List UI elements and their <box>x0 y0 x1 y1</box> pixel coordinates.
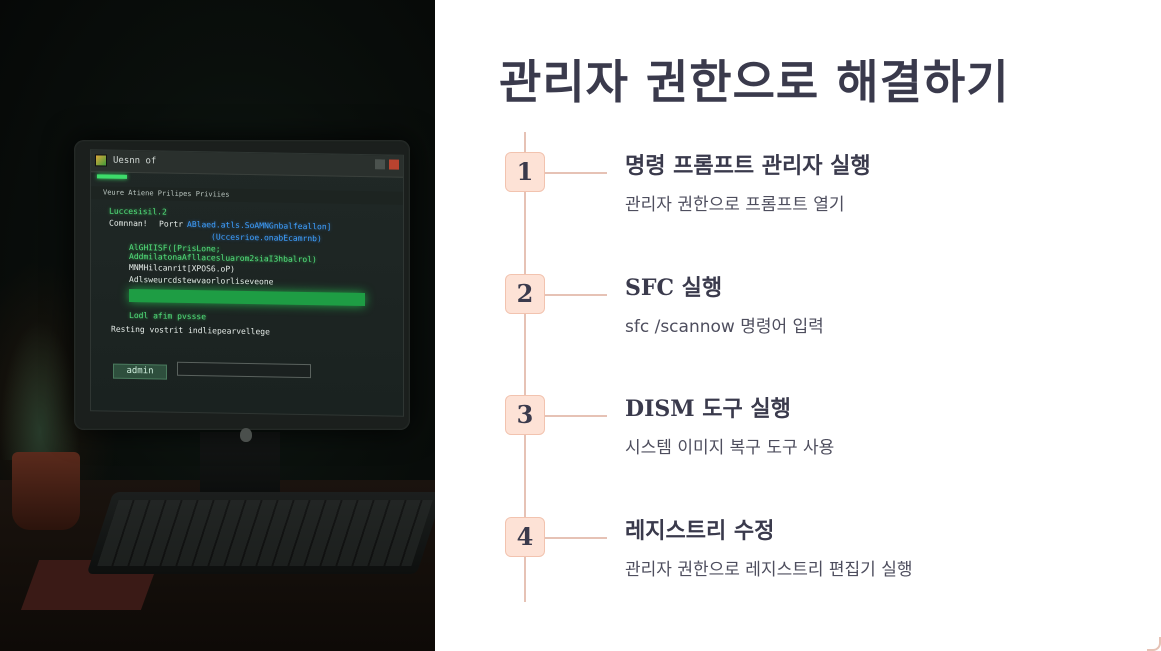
terminal-line: (Uccesrioe.onabEcamrnb) <box>211 232 322 244</box>
keyboard <box>86 492 435 574</box>
terminal-titlebar: Uesnn of <box>91 150 403 178</box>
terminal-line: Lodl afim pvssse <box>129 310 207 322</box>
step-title: DISM 도구 실행 <box>625 396 791 422</box>
terminal-window-title: Uesnn of <box>113 155 157 167</box>
step-title: SFC 실행 <box>625 275 723 301</box>
password-field <box>177 361 311 379</box>
content-panel: 관리자 권한으로 해결하기 1 명령 프롬프트 관리자 실행 관리자 권한으로 … <box>435 0 1161 651</box>
step-description: 관리자 권한으로 레지스트리 편집기 실행 <box>625 560 913 580</box>
terminal-line: ABlaed.atls.SoAMNGnbalfeallon] <box>187 219 332 232</box>
timeline-step: 2 SFC 실행 sfc /scannow 명령어 입력 <box>435 256 1161 346</box>
terminal-line: MNMHilcanrit[XPOS6.oP) <box>129 262 235 274</box>
step-description: 관리자 권한으로 프롬프트 열기 <box>625 195 845 215</box>
step-title: 레지스트리 수정 <box>625 518 775 544</box>
timeline-step: 3 DISM 도구 실행 시스템 이미지 복구 도구 사용 <box>435 377 1161 467</box>
close-icon <box>389 159 399 170</box>
step-number-badge: 1 <box>505 152 545 192</box>
admin-button: admin <box>113 363 167 380</box>
timeline-step: 1 명령 프롬프트 관리자 실행 관리자 권한으로 프롬프트 열기 <box>435 134 1161 224</box>
terminal-line: Adlsweurcdstewvaorlorliseveone <box>129 274 274 287</box>
step-connector <box>543 415 607 417</box>
step-description: sfc /scannow 명령어 입력 <box>625 317 824 337</box>
step-number-badge: 3 <box>505 395 545 435</box>
step-number-badge: 2 <box>505 274 545 314</box>
page-title: 관리자 권한으로 해결하기 <box>499 55 1010 109</box>
step-title: 명령 프롬프트 관리자 실행 <box>625 153 871 179</box>
terminal-line: Luccesisil.2 <box>109 206 167 217</box>
progress-bar <box>129 288 365 307</box>
timeline-step: 4 레지스트리 수정 관리자 권한으로 레지스트리 편집기 실행 <box>435 499 1161 589</box>
step-connector <box>543 172 607 174</box>
terminal-line: Portr <box>159 219 184 229</box>
plant-pot <box>12 452 80 530</box>
hero-photo: Uesnn of Veure Atiene Prilipes Priviies … <box>0 0 435 651</box>
timeline-line <box>524 132 526 602</box>
step-number-badge: 4 <box>505 517 545 557</box>
app-icon <box>95 154 107 167</box>
corner-decoration <box>1147 637 1161 651</box>
apple-logo-icon <box>240 428 252 442</box>
terminal-menu: Veure Atiene Prilipes Priviies <box>91 186 403 205</box>
minimize-icon <box>375 159 385 170</box>
monitor-stand <box>200 432 280 492</box>
step-connector <box>543 537 607 539</box>
step-connector <box>543 294 607 296</box>
terminal-line: Comnnan! <box>109 218 148 229</box>
terminal-line: AddmilatonaAfllacesluarom2siaI3hbalrol) <box>129 251 317 265</box>
monitor: Uesnn of Veure Atiene Prilipes Priviies … <box>74 140 410 442</box>
step-description: 시스템 이미지 복구 도구 사용 <box>625 438 835 458</box>
plant <box>0 320 80 460</box>
monitor-screen: Uesnn of Veure Atiene Prilipes Priviies … <box>90 149 404 417</box>
status-indicator <box>97 174 127 179</box>
terminal-line: Resting vostrit indliepearvellege <box>111 324 270 337</box>
